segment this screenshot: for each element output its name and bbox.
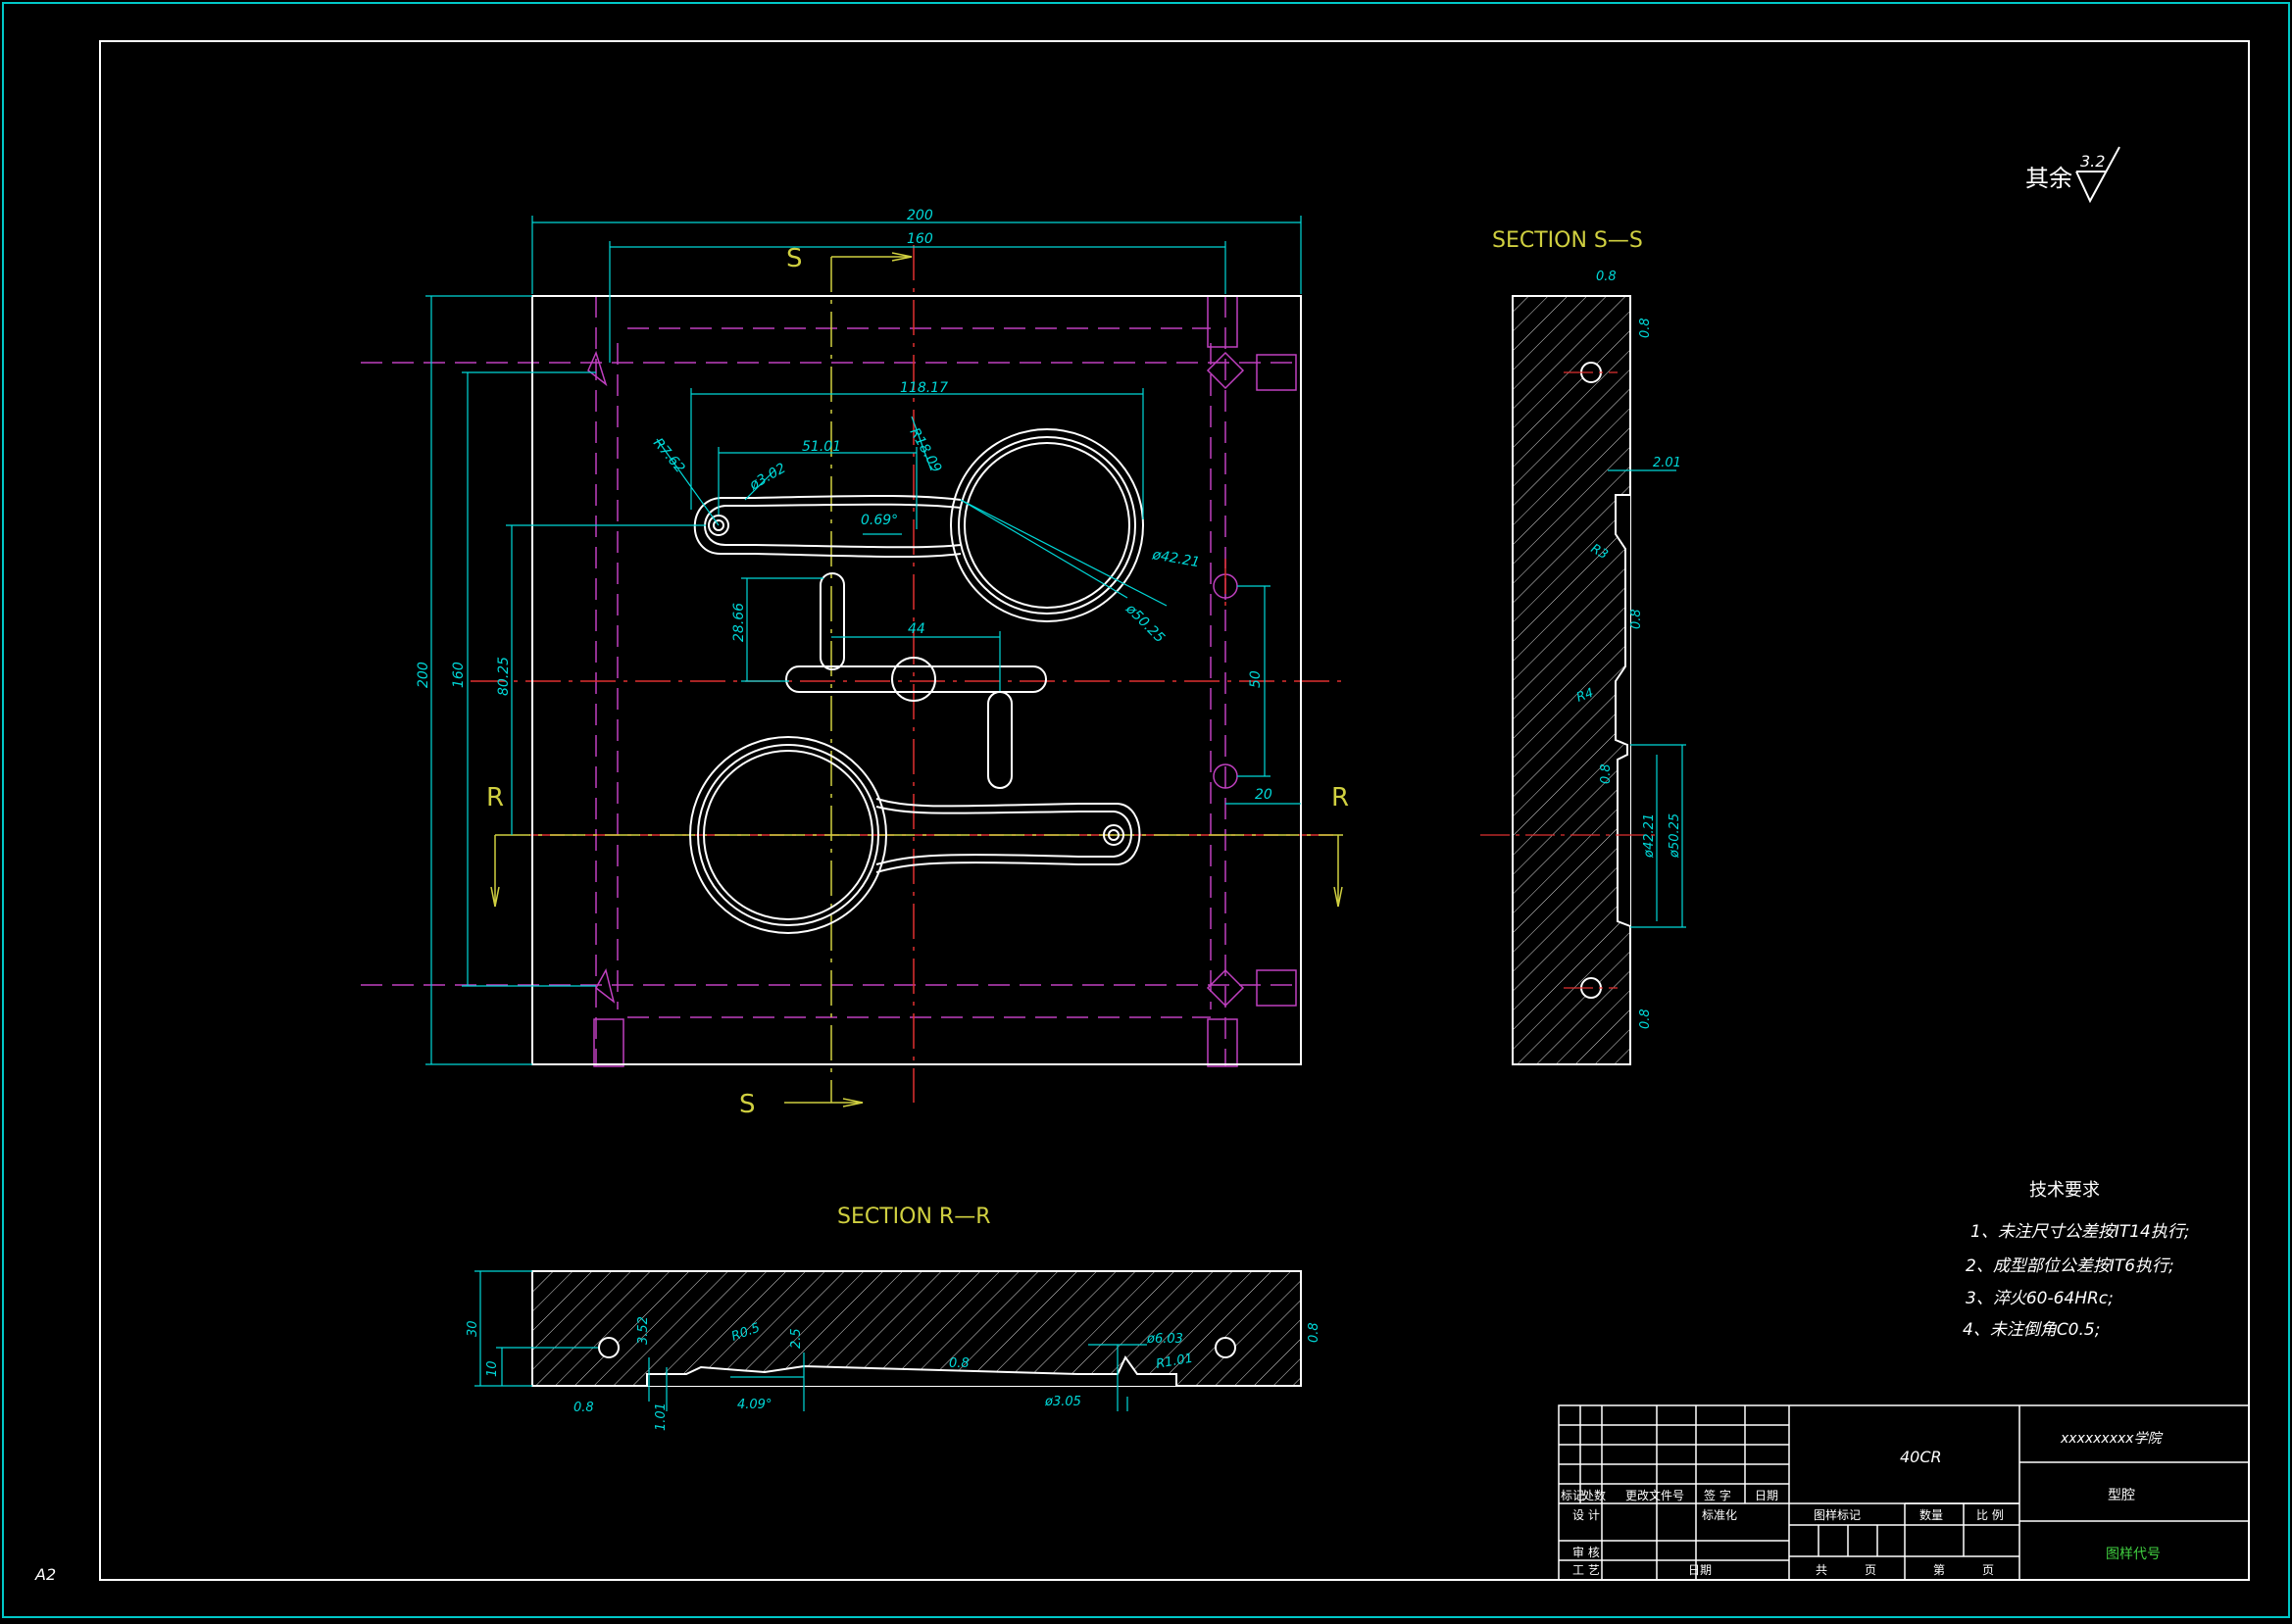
standard-label: 标准化 <box>1702 1508 1737 1522</box>
dim-plan-width-200: 200 <box>907 208 933 223</box>
rev-header-sign: 签 字 <box>1704 1488 1731 1502</box>
total-sheets-label: 共 <box>1816 1563 1827 1577</box>
dim-plan-height-200: 200 <box>416 662 431 688</box>
plate-outline <box>531 295 1302 1065</box>
dim-plan-width-160: 160 <box>907 231 933 247</box>
dim-s-d5025: ø50.25 <box>1668 813 1682 859</box>
dim-r-d603: ø6.03 <box>1146 1332 1183 1347</box>
dim-r-08-mid: 0.8 <box>949 1356 970 1371</box>
dim-plan-20: 20 <box>1255 787 1272 803</box>
dim-plan-2866: 28.66 <box>731 603 747 642</box>
cut-label-s-top: S <box>786 244 803 273</box>
dim-r-10: 10 <box>485 1360 500 1377</box>
dim-r-angle: 4.09° <box>737 1398 772 1412</box>
dim-plan-118: 118.17 <box>900 380 948 396</box>
note-item-2: 2、成型部位公差按IT6执行; <box>1966 1256 2174 1276</box>
dim-plan-50: 50 <box>1248 670 1264 688</box>
roughness-note: 其余 3.2 <box>2025 146 2120 204</box>
cavity-upper <box>693 428 1144 622</box>
rev-header-date: 日期 <box>1755 1489 1778 1502</box>
dim-s-08-upper: 0.8 <box>1638 318 1653 338</box>
note-item-1: 1、未注尺寸公差按IT14执行; <box>1970 1222 2190 1242</box>
stage-mark-label: 图样标记 <box>1814 1507 1861 1522</box>
dim-plan-angle: 0.69° <box>861 513 898 528</box>
note-item-4: 4、未注倒角C0.5; <box>1963 1320 2100 1340</box>
dim-plan-height-160: 160 <box>451 662 467 688</box>
runner-system <box>785 572 1047 789</box>
rev-header-mark: 标记 <box>1561 1489 1584 1502</box>
notes-title: 技术要求 <box>2029 1180 2100 1201</box>
section-r-title: SECTION R—R <box>837 1205 991 1229</box>
section-s-title: SECTION S—S <box>1492 228 1643 253</box>
dim-s-r3: R3 <box>1588 541 1610 563</box>
rev-header-doc: 更改文件号 <box>1625 1488 1684 1502</box>
scale-label: 比 例 <box>1976 1508 2004 1522</box>
rev-header-count: 处数 <box>1582 1488 1606 1502</box>
dim-plan-r762: R7.62 <box>650 435 688 476</box>
dim-plan-51: 51.01 <box>802 439 841 455</box>
dim-r-08-right: 0.8 <box>1307 1322 1321 1343</box>
cut-label-r-right: R <box>1331 783 1349 812</box>
inner-frame <box>99 40 2250 1581</box>
dim-s-r4: R4 <box>1574 686 1595 706</box>
title-block <box>1558 1404 2250 1581</box>
total-pages-unit: 页 <box>1865 1563 1876 1577</box>
dim-plan-d302: ø3.02 <box>746 461 788 494</box>
dim-r-352: 3.52 <box>636 1316 651 1345</box>
roughness-symbol-icon <box>2075 146 2120 204</box>
dim-s-08-lower: 0.8 <box>1599 763 1614 784</box>
dim-plan-44: 44 <box>908 621 925 637</box>
dim-plan-8025: 80.25 <box>496 657 512 696</box>
plan-view: S S R R <box>361 208 1349 1119</box>
dim-r-25: 2.5 <box>789 1328 804 1349</box>
dim-plan-d4221: ø42.21 <box>1150 547 1201 570</box>
title-block-text: 40CR xxxxxxxxx学院 型腔 图样代号 标记 处数 更改文件号 签 字… <box>1561 1431 2164 1577</box>
dim-r-08-left: 0.8 <box>573 1401 594 1415</box>
dim-r-101: 1.01 <box>654 1403 669 1431</box>
design-label: 设 计 <box>1572 1508 1600 1522</box>
quantity-label: 数量 <box>1919 1507 1943 1522</box>
school-name: xxxxxxxxx学院 <box>2060 1431 2164 1447</box>
sheet-size-label: A2 <box>34 1565 56 1584</box>
dim-s-08-top: 0.8 <box>1596 270 1617 284</box>
dim-r-30: 30 <box>466 1320 480 1337</box>
check-label: 审 核 <box>1572 1545 1600 1559</box>
cut-label-s-bottom: S <box>739 1090 756 1119</box>
sheet-no-label: 第 <box>1933 1563 1945 1577</box>
roughness-value: 3.2 <box>2080 152 2105 171</box>
sheet-no-unit: 页 <box>1982 1563 1994 1577</box>
roughness-prefix: 其余 <box>2025 165 2072 192</box>
section-s-view: SECTION S—S 0.8 0.8 2.01 R3 0.8 R4 0.8 ø… <box>1480 228 1686 1065</box>
cut-label-r-left: R <box>486 783 504 812</box>
part-name: 型腔 <box>2108 1488 2135 1503</box>
dim-s-08-bottom: 0.8 <box>1638 1009 1653 1029</box>
material-label: 40CR <box>1900 1448 1942 1466</box>
dim-r-r101: R1.01 <box>1155 1352 1194 1372</box>
section-r-view: SECTION R—R 30 10 3.52 1.01 R0.5 4.09° 2… <box>466 1205 1321 1431</box>
cavity-lower <box>689 736 1141 934</box>
drawing-number: 图样代号 <box>2106 1547 2161 1562</box>
note-item-3: 3、淬火60-64HRc; <box>1966 1289 2114 1308</box>
dim-plan-d5025: ø50.25 <box>1121 601 1167 646</box>
dim-plan-r1809: R18.09 <box>907 425 945 475</box>
dim-s-d4221: ø42.21 <box>1642 813 1657 859</box>
dim-s-201: 2.01 <box>1653 456 1681 470</box>
technical-requirements: 技术要求 1、未注尺寸公差按IT14执行; 2、成型部位公差按IT6执行; 3、… <box>1963 1180 2190 1340</box>
dim-s-08-mid: 0.8 <box>1629 609 1644 629</box>
process-label: 工 艺 <box>1572 1563 1600 1577</box>
dim-r-d305: ø3.05 <box>1044 1395 1081 1409</box>
date-label: 日期 <box>1688 1563 1712 1577</box>
